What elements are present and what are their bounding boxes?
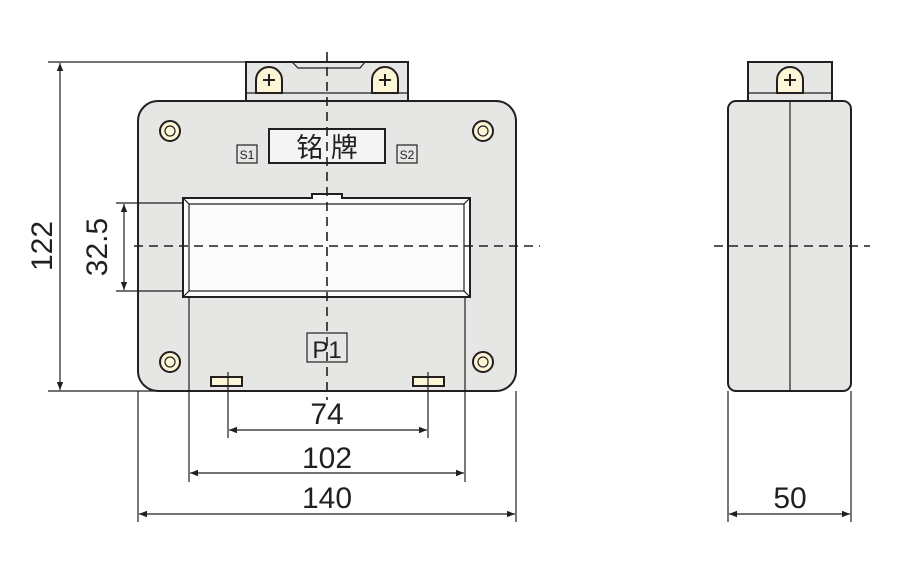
mounting-screws bbox=[159, 120, 494, 373]
dimension-mount-spacing: 74 bbox=[227, 372, 429, 438]
terminal-screw-left bbox=[255, 66, 283, 94]
height-value: 122 bbox=[26, 221, 59, 271]
screw-icon bbox=[159, 120, 181, 142]
window-width-value: 102 bbox=[302, 442, 352, 475]
terminal-s1-label: S1 bbox=[240, 148, 255, 162]
mount-spacing-value: 74 bbox=[310, 398, 343, 431]
window-height-value: 32.5 bbox=[81, 218, 114, 276]
dimension-window-width: 102 bbox=[188, 297, 466, 482]
dimension-height: 122 bbox=[26, 61, 246, 392]
side-view: 50 bbox=[714, 61, 870, 522]
dimension-width: 140 bbox=[137, 391, 517, 522]
mounting-slot-left bbox=[210, 376, 243, 387]
dimension-window-height: 32.5 bbox=[81, 202, 183, 292]
width-value: 140 bbox=[302, 482, 352, 515]
primary-window bbox=[182, 193, 471, 298]
terminal-screw-right bbox=[371, 66, 399, 94]
screw-icon bbox=[472, 120, 494, 142]
screw-icon bbox=[472, 351, 494, 373]
screw-icon bbox=[159, 351, 181, 373]
terminal-s2-label: S2 bbox=[400, 148, 415, 162]
depth-value: 50 bbox=[773, 482, 806, 515]
